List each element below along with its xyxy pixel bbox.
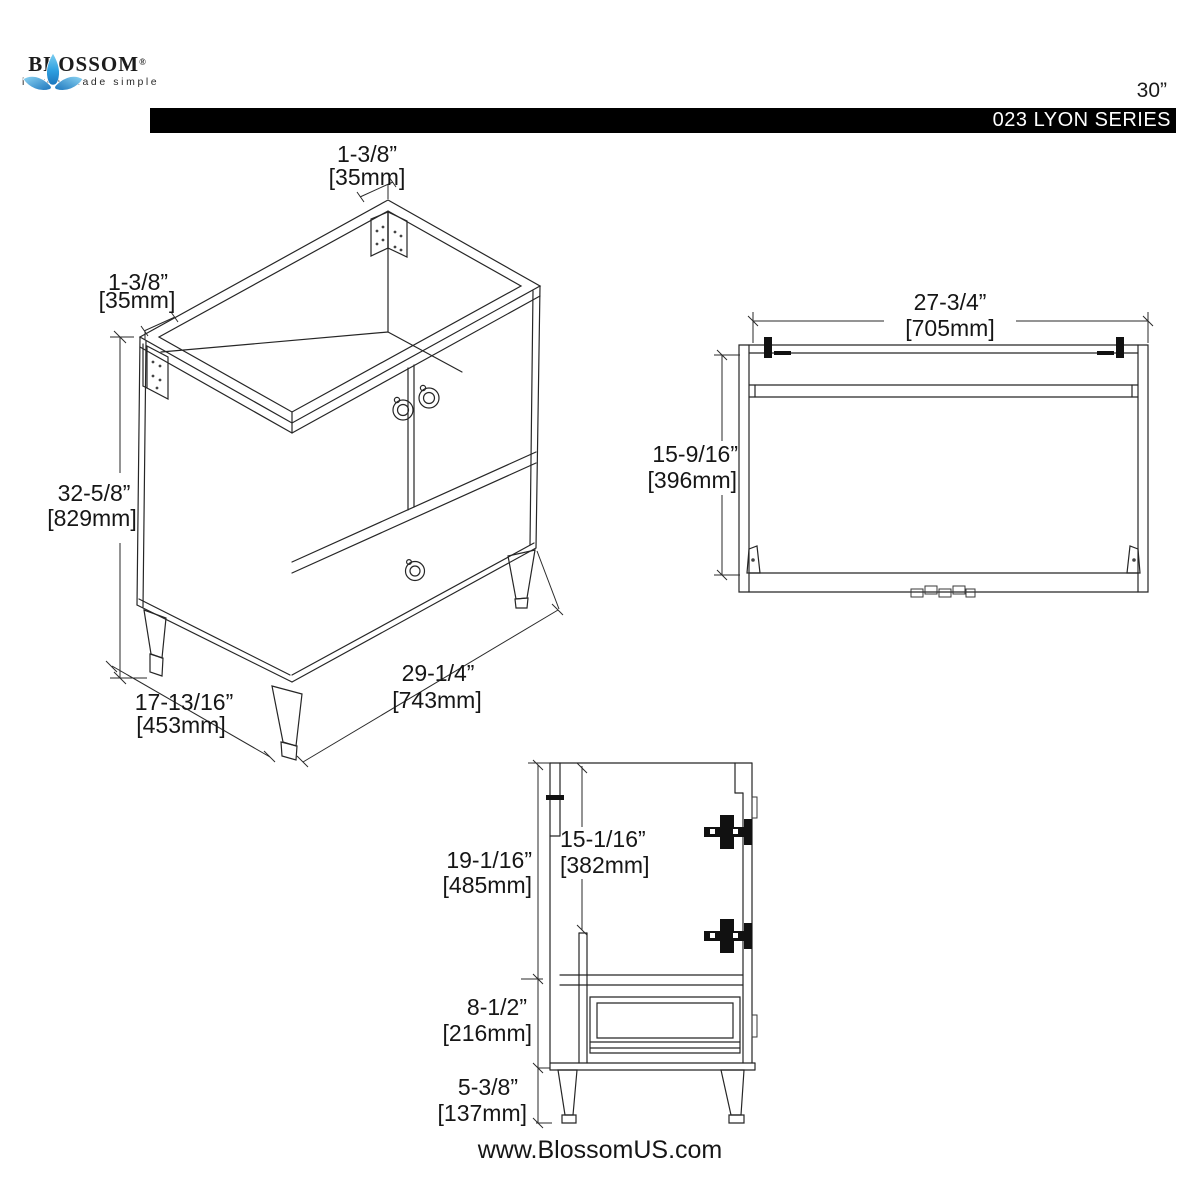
plan-depth-label-in: 15-9/16” [652,441,738,467]
iso-width-dim: 29-1/4” [743mm] [297,551,563,767]
iso-height-label-in: 32-5/8” [58,480,131,506]
iso-legs [144,550,535,760]
iso-left-bracket-dim: 1-3/8” [35mm] [99,269,178,340]
iso-height-dim: 32-5/8” [829mm] [47,331,147,684]
side-drawer-label-in: 8-1/2” [467,994,527,1020]
iso-depth-dim: 17-13/16” [453mm] [106,661,275,762]
plan-outline [739,345,1148,592]
iso-front-face [292,286,540,682]
plan-depth-label-mm: [396mm] [648,467,737,493]
plan-bottom-hardware [911,586,975,597]
side-door-label-mm: [382mm] [560,852,649,878]
plan-mounting-clips [764,337,1124,358]
iso-width-label-mm: [743mm] [392,687,481,713]
iso-height-label-mm: [829mm] [47,505,136,531]
website-url: www.BlossomUS.com [477,1136,723,1164]
iso-top-bracket-dim: 1-3/8” [35mm] [329,141,406,202]
side-hinge-bottom-icon [704,919,752,953]
side-door-dim: 15-1/16” [382mm] [560,763,649,935]
iso-width-label-in: 29-1/4” [402,660,475,686]
blossom-logo: BLOSSOM® luxury made simple [22,52,157,88]
iso-top-bracket-label-in: 1-3/8” [337,141,397,167]
iso-depth-label-in: 17-13/16” [135,689,233,715]
side-drawer [560,975,743,1053]
plan-depth-dim: 15-9/16” [396mm] [648,350,740,580]
side-legs [558,1070,744,1123]
plan-back-rail [749,385,1138,397]
side-height-dims: 19-1/16” [485mm] 8-1/2” [216mm] 5-3/8” [… [438,760,552,1128]
iso-depth-label-mm: [453mm] [136,712,225,738]
iso-top-bracket-icon [371,212,407,257]
side-upper-label-mm: [485mm] [443,872,532,898]
plan-corner-brackets [747,546,1140,573]
series-label: 023 LYON SERIES [992,109,1171,131]
iso-interior-lines [161,211,462,372]
side-upper-label-in: 19-1/16” [446,847,532,873]
series-title-bar: 023 LYON SERIES [150,108,1176,133]
iso-door-pull-right-icon [419,385,439,408]
side-outline [546,763,757,1070]
iso-top-bracket-label-mm: [35mm] [329,164,406,190]
top-view: 27-3/4” [705mm] 15-9/16” [396mm] [648,289,1180,620]
iso-left-panel [137,337,292,682]
registered-mark: ® [139,57,146,67]
iso-door-pull-left-icon [393,397,413,420]
plan-width-dim: 27-3/4” [705mm] [748,289,1153,343]
plan-width-label-mm: [705mm] [905,315,994,341]
size-label: 30” [1136,79,1167,102]
iso-drawer-pull-icon [406,560,425,581]
iso-left-bracket-label-in: 1-3/8” [108,269,168,295]
side-hinge-top-icon [704,815,752,849]
iso-left-bracket-label-mm: [35mm] [99,287,176,313]
side-door-label-in: 15-1/16” [560,826,646,852]
plan-width-label-in: 27-3/4” [914,289,987,315]
side-drawer-label-mm: [216mm] [443,1020,532,1046]
blossom-flower-icon [22,52,84,104]
side-leg-label-in: 5-3/8” [458,1074,518,1100]
side-view: 19-1/16” [485mm] 8-1/2” [216mm] 5-3/8” [… [438,735,785,1170]
iso-left-bracket-icon [143,344,168,399]
iso-top-rim [140,200,540,433]
isometric-view: 1-3/8” [35mm] 1-3/8” [35mm] 32-5/8” [829… [47,141,600,780]
side-back-panel [579,933,587,1063]
side-leg-label-mm: [137mm] [438,1100,527,1126]
